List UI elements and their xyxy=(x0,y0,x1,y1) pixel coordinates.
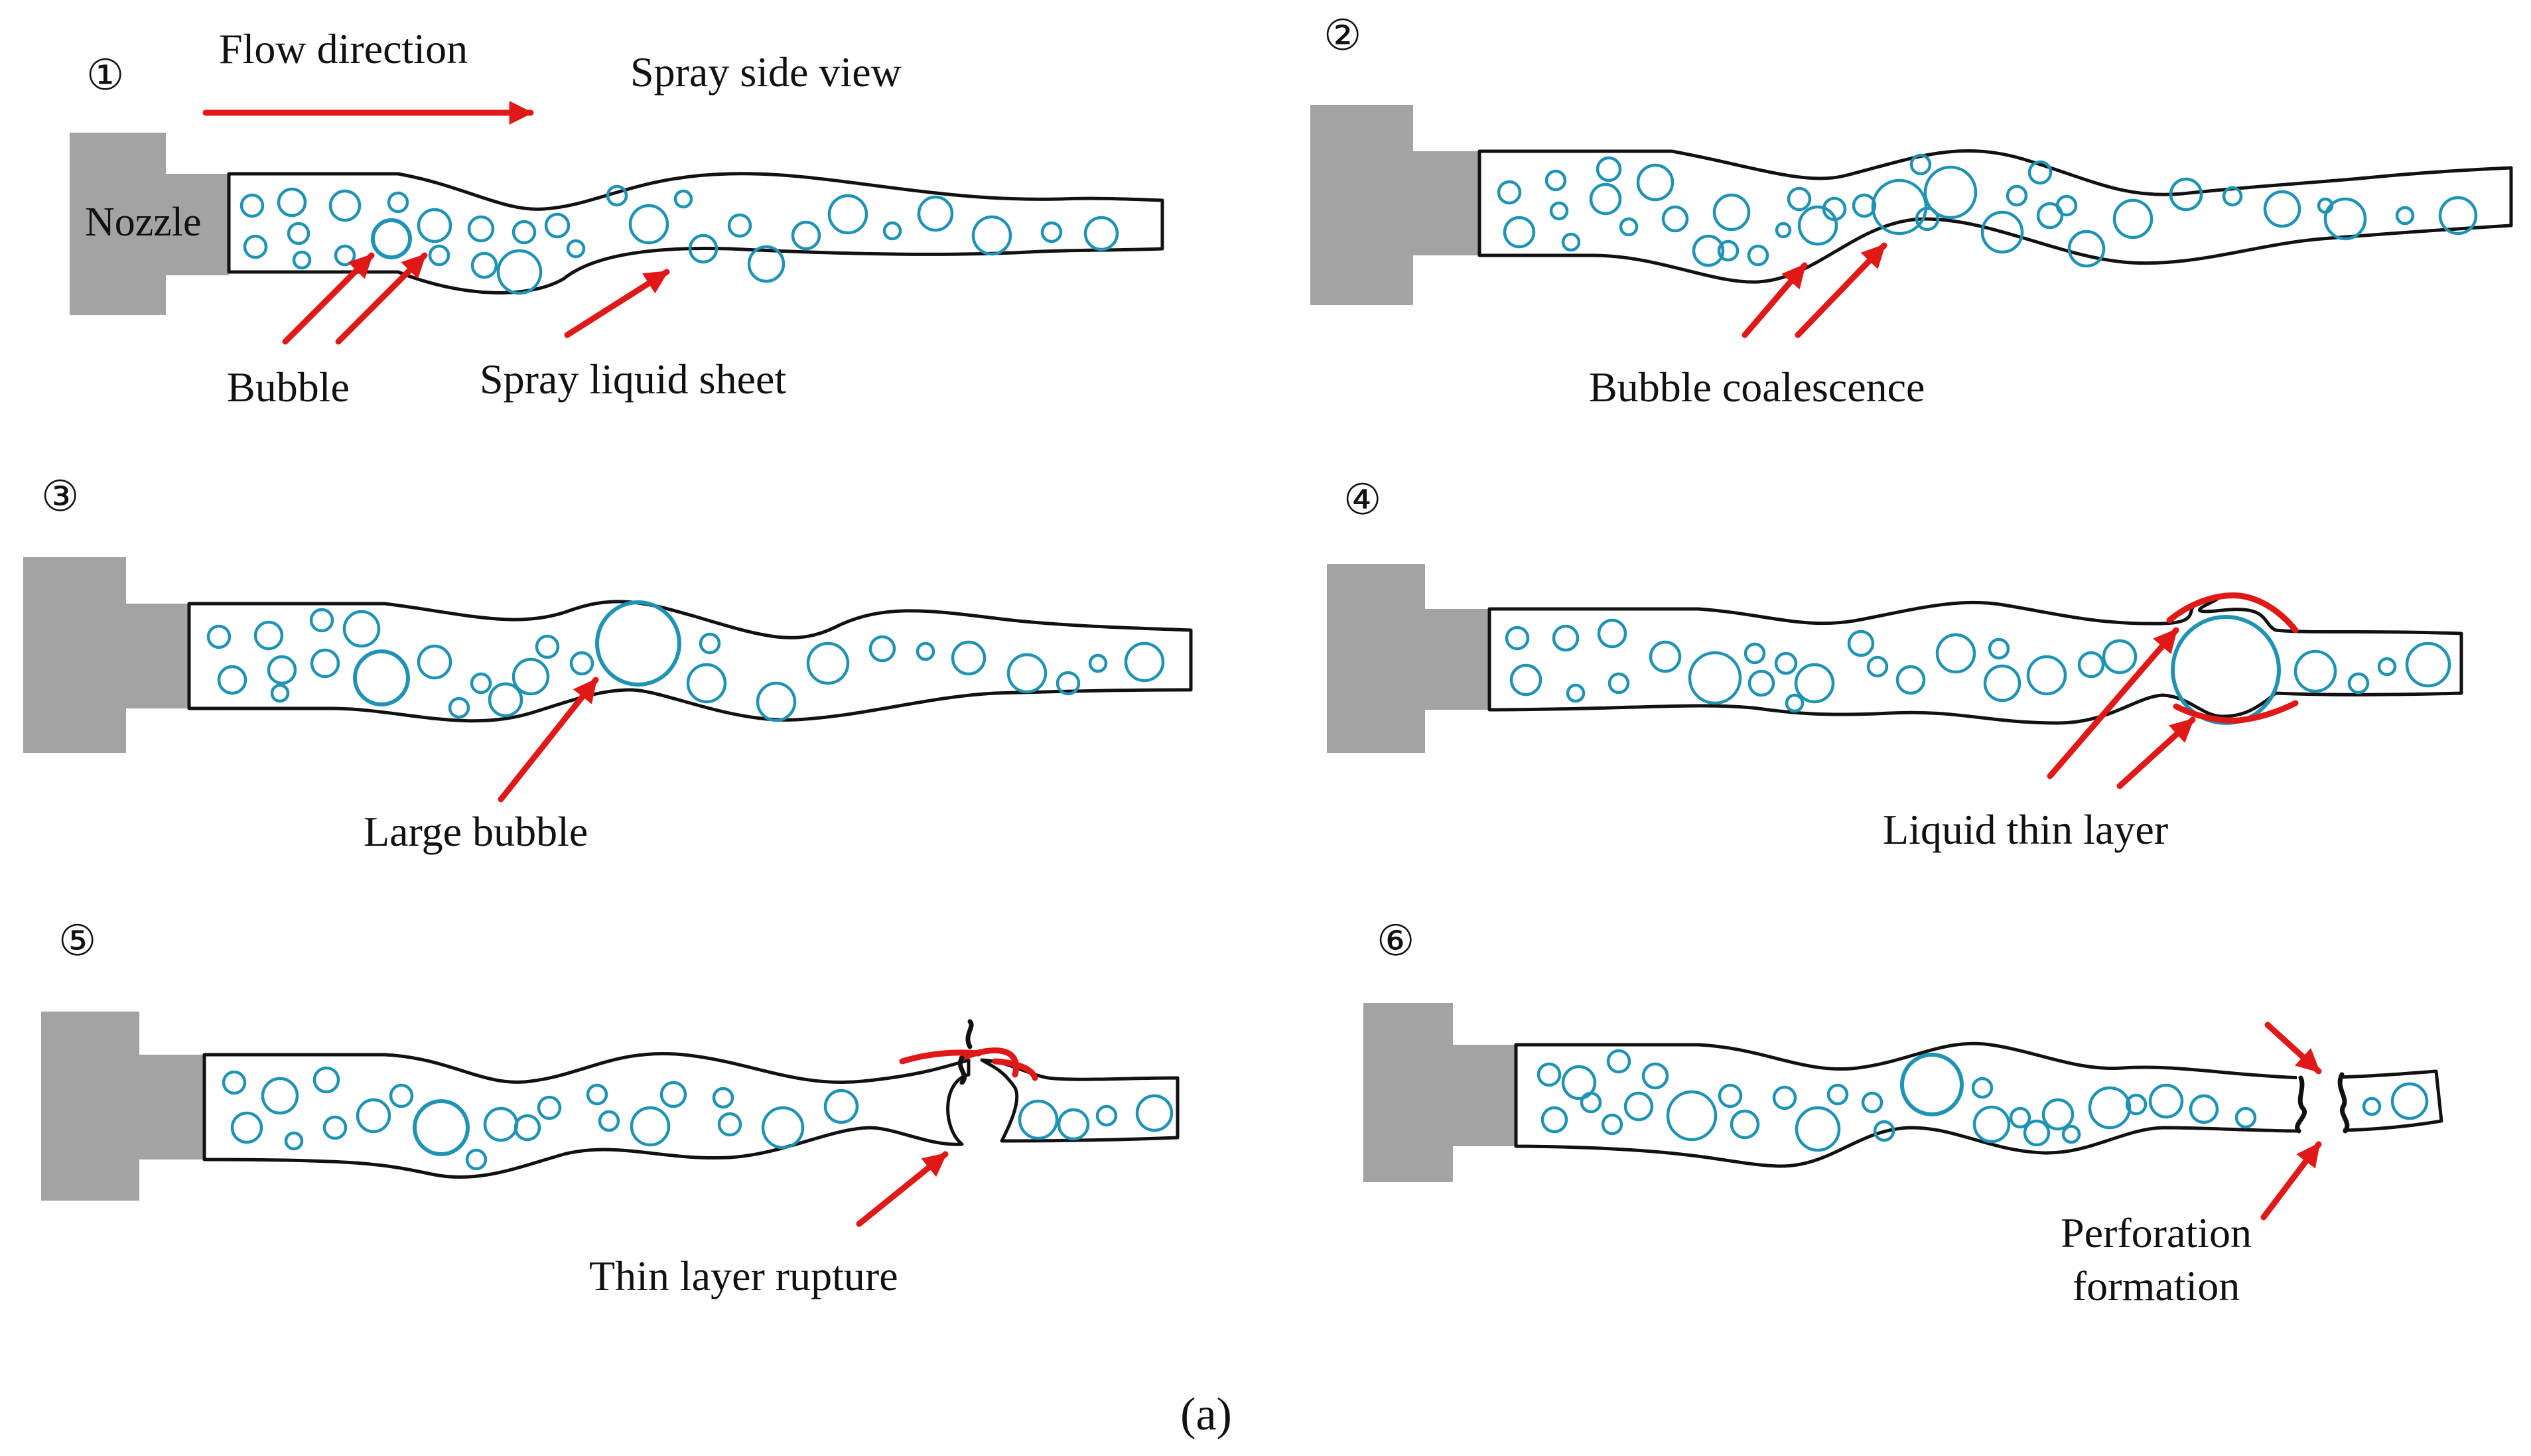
thin-layer-bottom xyxy=(2173,700,2299,724)
panel-5: ⑤ Thin layer rupture xyxy=(41,917,1180,1299)
perforation-label-line2: formation xyxy=(2073,1262,2240,1309)
figure-caption: (a) xyxy=(1180,1389,1232,1440)
bubble-coalescence-label: Bubble coalescence xyxy=(1589,364,1925,411)
perforation-arrow-top xyxy=(2264,1022,2322,1075)
rupture-edge xyxy=(957,1019,974,1085)
thin-layer-rupture-label: Thin layer rupture xyxy=(589,1252,898,1299)
panel-3-number: ③ xyxy=(41,473,79,520)
bubble-arrow-1 xyxy=(282,252,375,345)
bubble-arrow-2 xyxy=(335,252,428,345)
large-bubble-label: Large bubble xyxy=(364,808,588,855)
rupture-arrow xyxy=(856,1151,949,1227)
nozzle-label: Nozzle xyxy=(85,200,202,245)
nozzle-4 xyxy=(1327,564,1489,753)
nozzle-6 xyxy=(1363,1003,1516,1182)
panel-4-number: ④ xyxy=(1343,476,1381,523)
coalescence-arrow-2 xyxy=(1795,242,1887,338)
thin-layer-top xyxy=(2166,592,2299,633)
panel-6-number: ⑥ xyxy=(1377,917,1414,964)
spray-liquid-sheet-1 xyxy=(227,172,1164,295)
spray-liquid-sheet-6 xyxy=(1514,1041,2443,1168)
spray-liquid-sheet-label: Spray liquid sheet xyxy=(480,356,786,403)
panel-5-number: ⑤ xyxy=(58,917,96,964)
bubbles-2 xyxy=(1497,153,2478,268)
bubbles-5 xyxy=(222,1066,1174,1171)
bubbles-4 xyxy=(1505,615,2451,725)
liquid-thin-layer-label: Liquid thin layer xyxy=(1883,806,2168,853)
nozzle-5 xyxy=(41,1012,204,1201)
nozzle-2 xyxy=(1310,105,1479,305)
sheet-arrow xyxy=(564,269,670,338)
spray-liquid-sheet-5-right xyxy=(980,1058,1180,1143)
spray-liquid-sheet-2 xyxy=(1477,149,2513,284)
panel-3: ③ Large bubble xyxy=(23,473,1193,855)
nozzle-3 xyxy=(23,557,189,753)
large-bubble-arrow xyxy=(498,677,599,803)
perforation-label-line1: Perforation xyxy=(2061,1209,2252,1256)
panel-2: ② Bubble coalescence xyxy=(1310,12,2513,411)
bubble-label: Bubble xyxy=(227,364,350,411)
flow-direction-label: Flow direction xyxy=(219,25,468,72)
bubbles-6 xyxy=(1537,1049,2429,1152)
rupture-layer-right xyxy=(992,1058,1038,1081)
nozzle-1 xyxy=(70,133,229,315)
bubbles-3 xyxy=(206,600,1165,722)
perforation-arrow-bottom xyxy=(2260,1141,2322,1221)
coalescence-arrow-1 xyxy=(1742,262,1808,338)
thin-layer-arrow-1 xyxy=(2047,627,2179,779)
perforation-edge-left xyxy=(2295,1075,2307,1134)
spray-liquid-sheet-4 xyxy=(1487,596,2463,725)
perforation-gap xyxy=(2297,1073,2343,1133)
perforation-edge-right xyxy=(2337,1072,2350,1134)
thin-layer-arrow-2 xyxy=(2116,716,2196,789)
panel-6: ⑥ Perforation formation xyxy=(1363,917,2443,1309)
panel-2-number: ② xyxy=(1324,12,1361,59)
panel-1: ① Flow direction Spray side view Nozzle … xyxy=(70,25,1164,411)
panel-1-number: ① xyxy=(86,52,124,99)
panel-4: ④ Liquid thin layer xyxy=(1327,476,2463,853)
spray-side-view-label: Spray side view xyxy=(630,48,902,96)
